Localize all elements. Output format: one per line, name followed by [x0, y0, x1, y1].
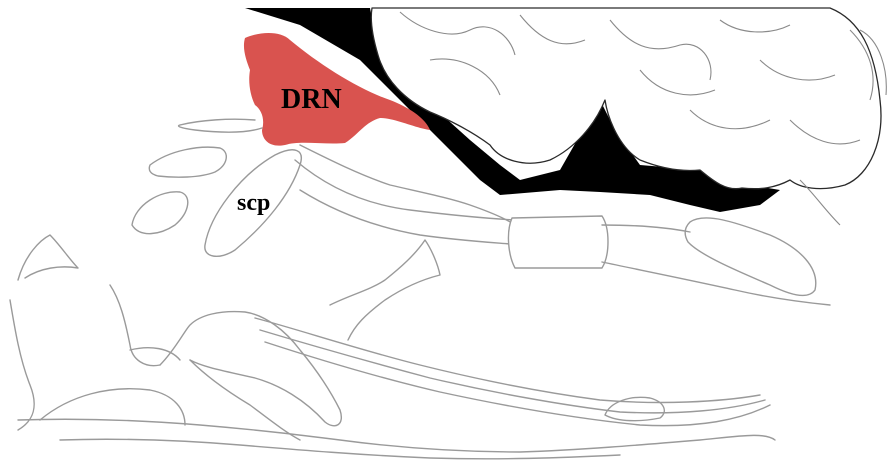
contour-mid [149, 147, 226, 177]
vertical-arch [110, 285, 160, 366]
scp-label: scp [237, 190, 270, 216]
tract-1 [255, 318, 760, 402]
curve-lobe [160, 312, 341, 426]
ventral-line-2 [60, 439, 620, 459]
drn-label: DRN [281, 84, 342, 115]
oval-left [132, 192, 188, 234]
left-edge [10, 300, 34, 430]
lower-lobe-left [40, 348, 185, 425]
upward-tract [330, 240, 440, 340]
upper-contour [179, 119, 262, 132]
rect-middle [508, 216, 608, 268]
base-contour [190, 360, 300, 440]
ventral-line [18, 419, 775, 452]
hook-left [18, 235, 78, 280]
